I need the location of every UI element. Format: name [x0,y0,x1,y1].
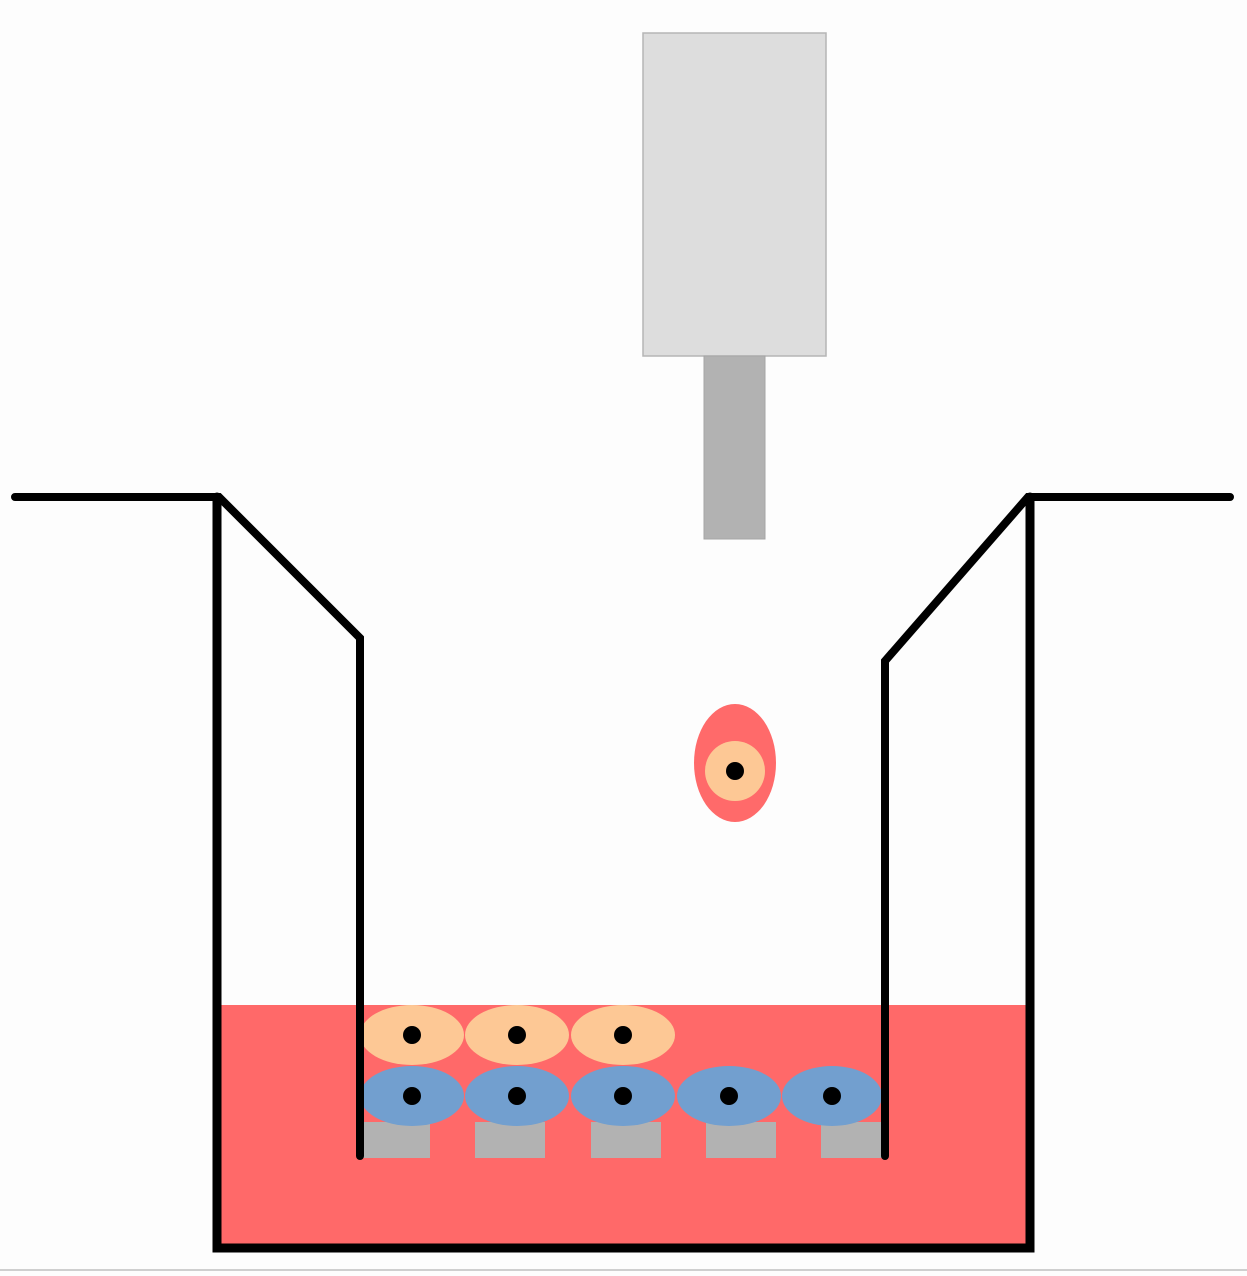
cell-nucleus [508,1087,526,1105]
cell-nucleus [508,1026,526,1044]
well-icon [212,492,1035,1253]
pipette-icon [642,32,827,540]
pipette-tip [703,355,766,540]
cell-nucleus [403,1026,421,1044]
cell-nucleus [823,1087,841,1105]
insert-left-wall [11,493,364,1160]
upper-cell-layer [360,1005,675,1065]
cell-nucleus [720,1087,738,1105]
cell-nucleus [403,1087,421,1105]
cell-nucleus [614,1087,632,1105]
membrane-pore [706,1122,776,1158]
pipette-body [642,32,827,357]
transwell-insert-icon [11,493,1234,1160]
insert-right-wall [881,493,1234,1160]
membrane-pores [362,1122,883,1158]
membrane-pore [475,1122,545,1158]
cell-nucleus [614,1026,632,1044]
membrane-pore [362,1122,430,1158]
membrane-pore [591,1122,661,1158]
cell-nucleus [726,762,744,780]
membrane-pore [821,1122,883,1158]
migrating-cell [694,704,776,822]
lower-cell-layer [360,1066,882,1126]
